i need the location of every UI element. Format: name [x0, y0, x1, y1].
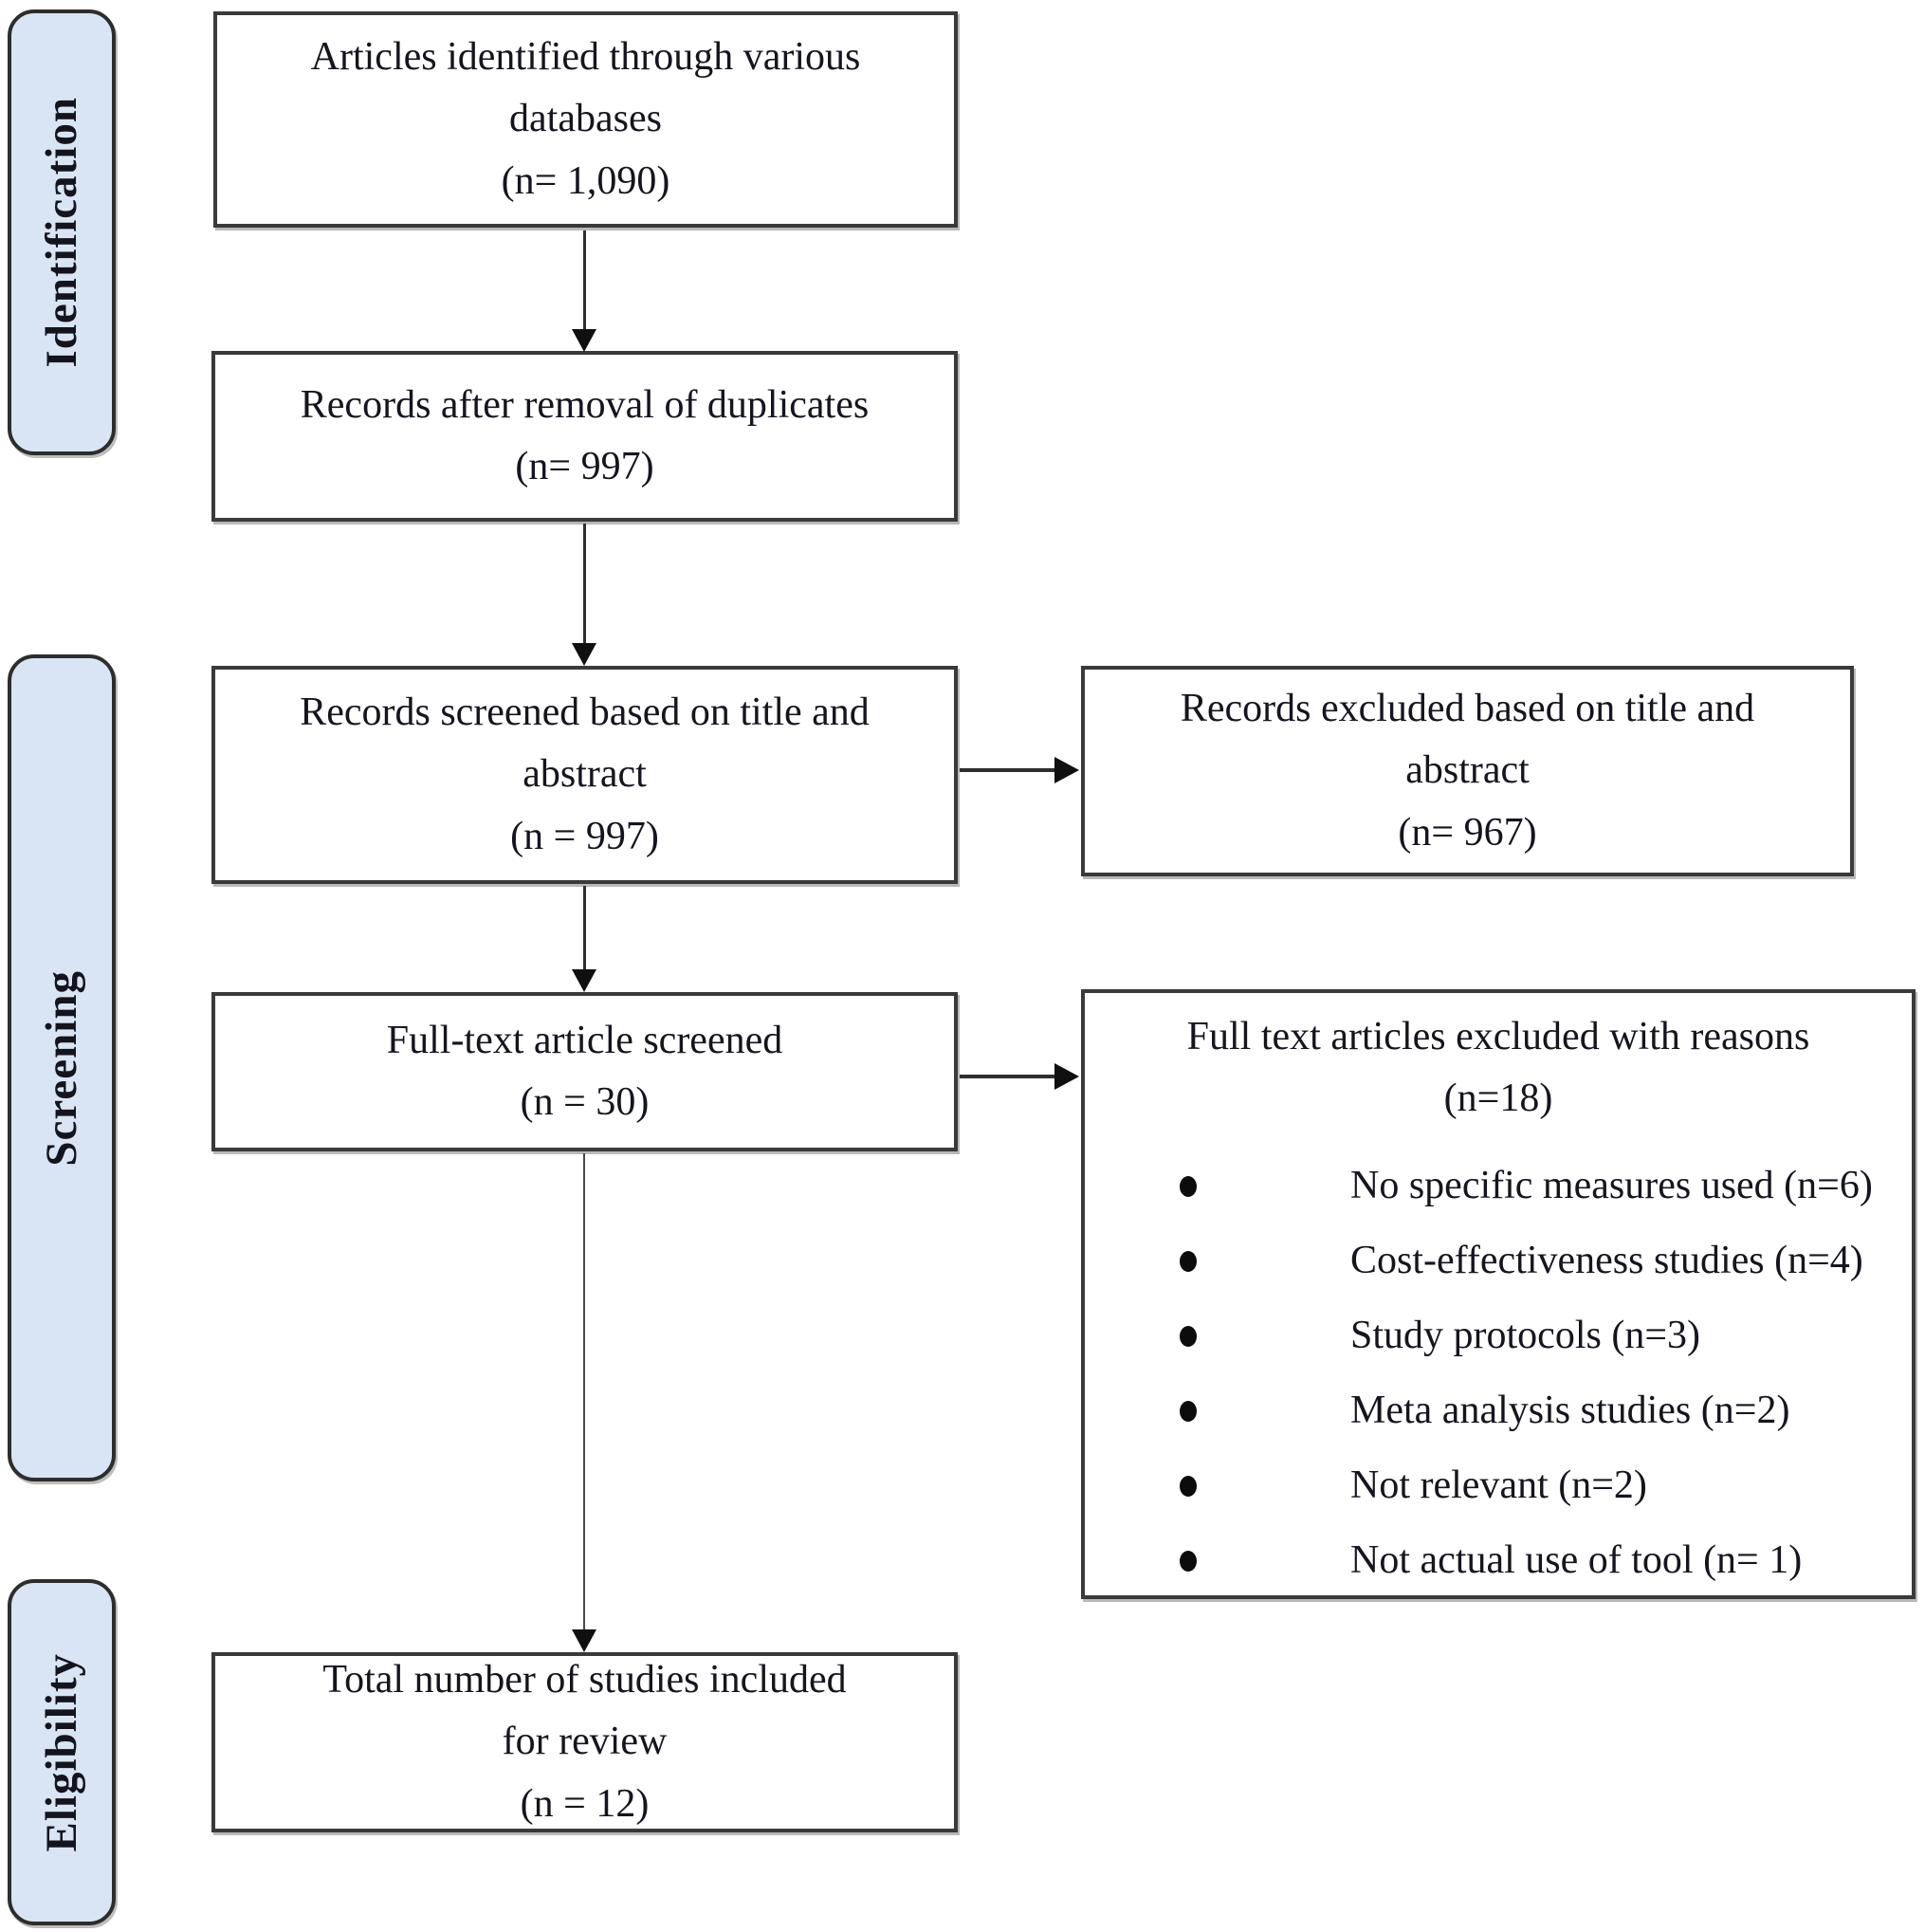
stage-screening-label: Screening [37, 969, 86, 1167]
box-fulltext-screened: Full-text article screened (n = 30) [211, 992, 958, 1151]
box-records-after-duplicates: Records after removal of duplicates (n= … [211, 351, 958, 522]
box-fulltext-excluded-title: Full text articles excluded with reasons… [1186, 1015, 1810, 1121]
arrow-screened-to-excluded [960, 757, 1079, 783]
box-articles-identified: Articles identified through various data… [213, 11, 958, 228]
box-studies-included: Total number of studies included for rev… [211, 1652, 958, 1832]
exclusion-reason-item: Not relevant (n=2) [1085, 1448, 1912, 1523]
stage-identification: Identification [8, 9, 116, 455]
arrow-deduplicated-to-screened [572, 524, 596, 666]
box-fulltext-excluded: Full text articles excluded with reasons… [1081, 989, 1916, 1599]
exclusion-reason-item: Study protocols (n=3) [1085, 1298, 1912, 1373]
stage-screening: Screening [8, 654, 116, 1481]
box-records-excluded: Records excluded based on title and abst… [1081, 666, 1854, 876]
exclusion-reason-item: Cost-effectiveness studies (n=4) [1085, 1224, 1912, 1298]
box-articles-identified-text: Articles identified through various data… [310, 35, 861, 203]
box-records-screened: Records screened based on title and abst… [211, 666, 958, 884]
box-fulltext-screened-text: Full-text article screened (n = 30) [386, 1018, 783, 1124]
box-records-screened-text: Records screened based on title and abst… [300, 690, 870, 858]
box-studies-included-text: Total number of studies included for rev… [322, 1658, 847, 1826]
box-records-after-duplicates-text: Records after removal of duplicates (n= … [300, 382, 870, 488]
stage-eligibility-label: Eligibility [37, 1652, 86, 1852]
arrow-fulltext-to-included [572, 1153, 596, 1652]
stage-identification-label: Identification [37, 97, 86, 368]
exclusion-reason-item: Not actual use of tool (n= 1) [1085, 1523, 1912, 1598]
arrow-identified-to-deduplicated [572, 230, 596, 352]
box-records-excluded-text: Records excluded based on title and abst… [1180, 687, 1755, 855]
exclusion-reasons-list: No specific measures used (n=6) Cost-eff… [1085, 1149, 1912, 1598]
exclusion-reason-item: Meta analysis studies (n=2) [1085, 1373, 1912, 1448]
stage-eligibility: Eligibility [8, 1579, 116, 1925]
exclusion-reason-item: No specific measures used (n=6) [1085, 1149, 1912, 1224]
arrow-fulltext-to-excluded-reasons [960, 1063, 1079, 1090]
arrow-screened-to-fulltext [572, 886, 596, 992]
